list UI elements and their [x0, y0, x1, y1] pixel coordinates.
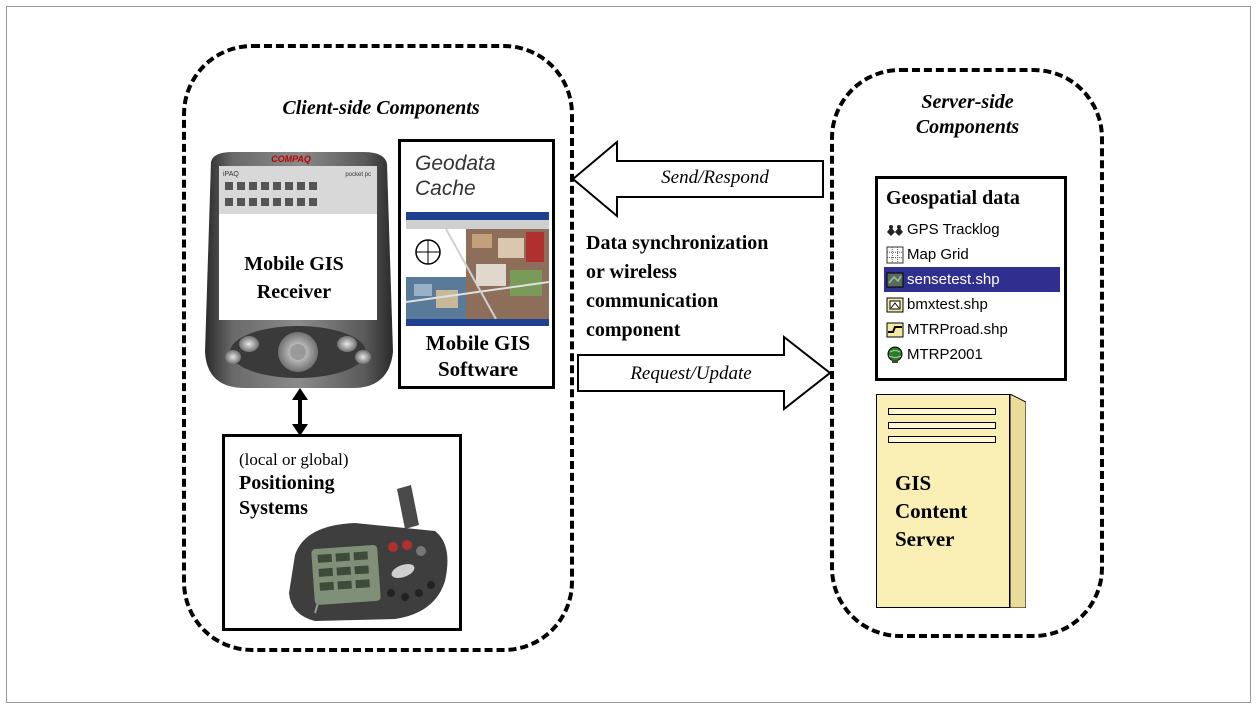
server-label-line-1: GIS: [895, 471, 932, 495]
layer-item-mtrproad[interactable]: MTRProad.shp: [884, 317, 1060, 342]
layer-item-mtrp2001[interactable]: MTRP2001: [884, 342, 1060, 367]
gis-content-server: GIS Content Server: [876, 394, 1026, 608]
server-label-line-3: Server: [895, 527, 955, 551]
software-line-1: Mobile GIS: [425, 331, 531, 355]
layer-label: bmxtest.shp: [907, 296, 988, 313]
sync-line-2: or wireless: [586, 261, 677, 283]
send-respond-label: Send/Respond: [661, 167, 769, 188]
server-title-line-2: Components: [915, 116, 1020, 138]
pda-label-line-2: Receiver: [256, 281, 332, 303]
server-title-line-1: Server-side: [921, 91, 1014, 113]
sync-line-4: component: [586, 319, 681, 341]
pda-sub-text: pocket pc: [345, 172, 371, 178]
client-side-title: Client-side Components: [282, 97, 480, 119]
geospatial-data-title: Geospatial data: [886, 187, 1020, 209]
cache-line-1: Geodata: [415, 152, 496, 175]
server-side-group: [830, 68, 1104, 638]
layer-list: GPS Tracklog Map Grid sensetest.shp: [884, 217, 1060, 367]
mobile-gis-software-label: Mobile GIS Software: [410, 330, 546, 382]
server-front-panel: GIS Content Server: [876, 394, 1010, 608]
positioning-line-1: Positioning: [239, 472, 335, 494]
data-synchronization-label: Data synchronization or wireless communi…: [586, 229, 836, 345]
send-respond-arrow: [571, 139, 824, 219]
raster-layer-icon: [886, 297, 904, 312]
globe-layer-icon: [887, 346, 903, 363]
layer-label: GPS Tracklog: [907, 221, 1000, 238]
layer-label: MTRProad.shp: [907, 321, 1008, 338]
geodata-cache-label: Geodata Cache: [415, 151, 496, 201]
gps-receiver-image: [289, 485, 448, 621]
server-side-panel: [1009, 394, 1026, 608]
pda-brand-text: COMPAQ: [271, 154, 311, 164]
server-drive-slot: [888, 422, 996, 429]
client-side-group: [182, 44, 574, 652]
positioning-subtitle: (local or global): [239, 450, 349, 469]
gis-content-server-label: GIS Content Server: [895, 469, 967, 553]
layer-item-sensetest[interactable]: sensetest.shp: [884, 267, 1060, 292]
map-grid-icon: [886, 246, 904, 263]
layer-label: Map Grid: [907, 246, 969, 263]
server-drive-slot: [888, 408, 996, 415]
pda-label-line-1: Mobile GIS: [244, 253, 344, 275]
gps-tracklog-icon: [887, 224, 903, 236]
software-line-2: Software: [437, 357, 519, 381]
line-layer-icon: [886, 322, 904, 337]
raster-layer-icon: [886, 272, 904, 287]
cache-line-2: Cache: [415, 177, 476, 200]
layer-item-map-grid[interactable]: Map Grid: [884, 242, 1060, 267]
positioning-title: Positioning Systems: [239, 471, 335, 521]
request-update-label: Request/Update: [630, 363, 752, 384]
positioning-line-2: Systems: [239, 497, 308, 519]
server-drive-slot: [888, 436, 996, 443]
layer-item-gps-tracklog[interactable]: GPS Tracklog: [884, 217, 1060, 242]
sync-line-1: Data synchronization: [586, 232, 769, 254]
mobile-gis-software-box: Geodata Cache Mobile GIS Software: [398, 139, 555, 389]
geospatial-data-box: Geospatial data GPS Tracklog Map Grid: [875, 176, 1067, 381]
layer-item-bmxtest[interactable]: bmxtest.shp: [884, 292, 1060, 317]
layer-label: sensetest.shp: [907, 271, 1000, 288]
pda-model-text: iPAQ: [223, 171, 239, 178]
positioning-systems-box: (local or global) Positioning Systems: [222, 434, 462, 631]
server-label-line-2: Content: [895, 499, 968, 523]
server-side-title: Server-side Components: [875, 90, 1060, 140]
sync-line-3: communication: [586, 290, 719, 312]
pda-device-image: COMPAQ iPAQ pocket pc: [205, 152, 393, 388]
request-update-arrow: [577, 335, 832, 411]
double-headed-arrow: [292, 388, 308, 436]
mobile-map-screenshot: [406, 212, 549, 326]
pda-label: Mobile GIS Receiver: [224, 250, 364, 306]
layer-label: MTRP2001: [907, 346, 983, 363]
